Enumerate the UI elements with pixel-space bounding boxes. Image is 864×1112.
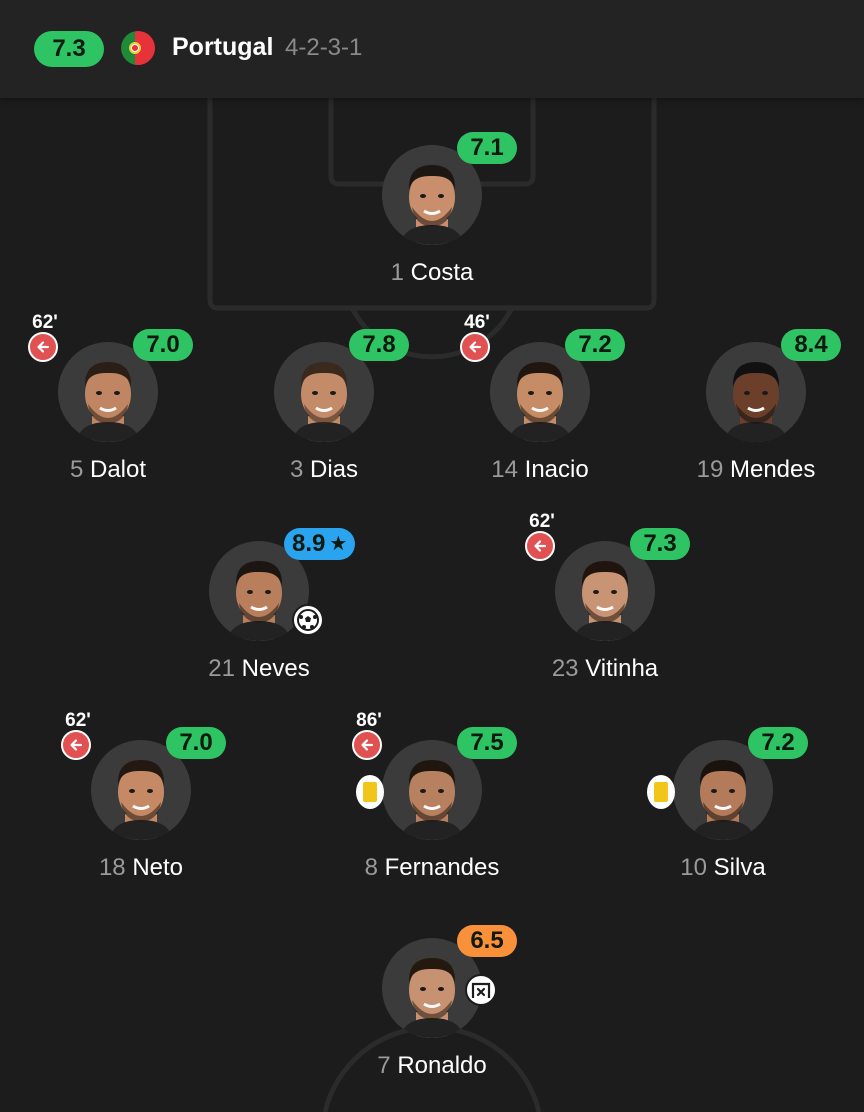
player-name: Vitinha [585,655,659,682]
player-rating-value: 7.8 [362,331,396,358]
player-name-label[interactable]: 23 Vitinha [445,655,765,683]
yellow-card-icon [647,775,675,809]
player-name-label[interactable]: 5 Dalot [0,456,268,484]
player-name: Inacio [524,456,589,483]
player-name-label[interactable]: 14 Inacio [380,456,700,484]
player-rating-value: 7.1 [470,134,504,161]
team-name[interactable]: Portugal [172,33,274,61]
substitution-out-icon [28,332,58,362]
player-number: 19 [696,456,724,483]
player-rating-badge: 7.1 [457,132,517,164]
player-name-label[interactable]: 3 Dias [164,456,484,484]
player-rating-badge: 7.0 [133,329,193,361]
player-rating-badge: 7.2 [748,727,808,759]
substitution-out-icon [525,531,555,561]
player-rating-badge: 7.3 [630,528,690,560]
substitution-minute: 62' [529,511,555,532]
goal-ball-icon [292,604,324,636]
player-name: Neto [132,854,184,881]
player-name: Dias [310,456,359,483]
player-rating-badge: 7.0 [166,727,226,759]
player-rating-value: 7.0 [179,729,213,756]
player-number: 1 [390,259,404,286]
substitution-minute: 62' [65,710,91,731]
player-name: Silva [713,854,766,881]
player-number: 3 [289,456,304,483]
substitution-minute: 86' [356,710,382,731]
player-name-label[interactable]: 7 Ronaldo [272,1052,592,1080]
player-name-label[interactable]: 1 Costa [272,259,592,287]
substitution-out-icon [460,332,490,362]
player-rating-value: 7.5 [470,729,504,756]
missed-shot-icon [465,974,497,1006]
player-name: Dalot [90,456,147,483]
player-rating-value: 6.5 [470,927,504,954]
substitution-out-icon [352,730,382,760]
player-rating-badge: 8.9 ★ [284,528,356,560]
player-photo[interactable] [274,342,374,442]
player-rating-badge: 7.5 [457,727,517,759]
player-number: 21 [208,655,235,682]
substitution-minute: 46' [464,312,490,333]
player-number: 14 [491,456,518,483]
player-name: Costa [410,259,474,286]
player-rating-badge: 7.8 [349,329,409,361]
player-number: 10 [680,854,707,881]
player-photo[interactable] [706,342,806,442]
player-number: 8 [364,854,378,881]
player-rating-value: 7.2 [578,331,612,358]
player-rating-value: 7.2 [761,729,795,756]
team-header: 7.3 Portugal 4-2-3-1 [0,0,864,98]
player-rating-badge: 6.5 [457,925,517,957]
player-rating-value: 7.3 [643,530,677,557]
player-rating-badge: 7.2 [565,329,625,361]
player-number: 7 [377,1052,391,1079]
player-number: 5 [69,456,84,483]
player-name-label[interactable]: 8 Fernandes [272,854,592,882]
player-rating-value: 7.0 [146,331,180,358]
player-name-label[interactable]: 18 Neto [0,854,301,882]
player-rating-value: 8.4 [794,331,828,358]
player-name-label[interactable]: 21 Neves [99,655,419,683]
portugal-flag-icon [121,31,155,65]
player-name: Neves [241,655,310,682]
star-icon: ★ [329,533,348,555]
player-name-label[interactable]: 19 Mendes [596,456,864,484]
player-name-label[interactable]: 10 Silva [563,854,864,882]
player-rating-badge: 8.4 [781,329,841,361]
player-name: Ronaldo [397,1052,487,1079]
player-number: 18 [98,854,126,881]
substitution-out-icon [61,730,91,760]
player-name: Fernandes [384,854,500,881]
player-number: 23 [551,655,579,682]
player-name: Mendes [729,456,816,483]
substitution-minute: 62' [32,312,58,333]
team-rating-badge: 7.3 [34,31,104,67]
player-rating-value: 8.9 [292,530,326,557]
yellow-card-icon [356,775,384,809]
formation-label: 4-2-3-1 [285,34,363,61]
